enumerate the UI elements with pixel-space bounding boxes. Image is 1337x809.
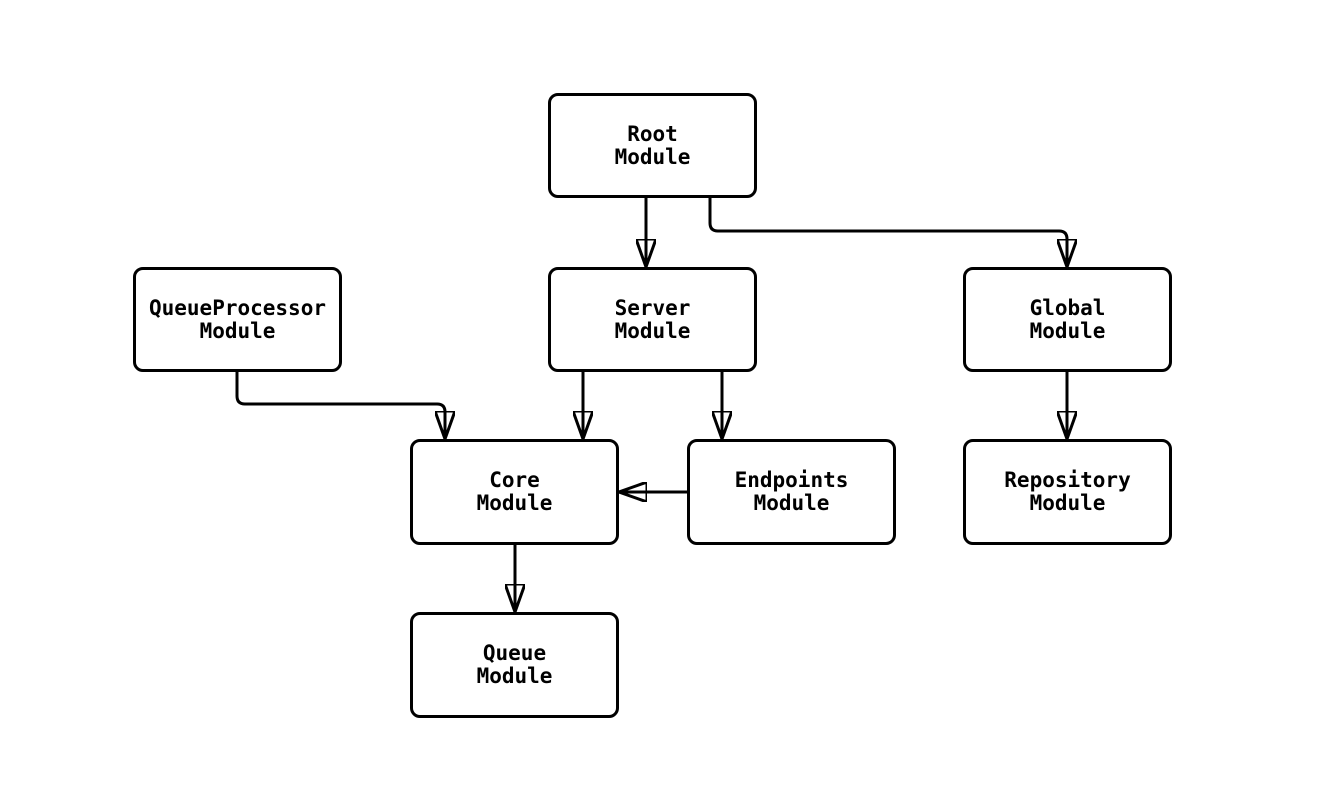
node-core-module: Core Module [410, 439, 619, 545]
node-global-module-label: Global Module [1029, 295, 1106, 343]
node-queue-module: Queue Module [410, 612, 619, 718]
node-repository-module: Repository Module [963, 439, 1172, 545]
node-root-module: Root Module [548, 93, 757, 198]
edge-root-global [708, 197, 1067, 265]
node-endpoints-module-label: Endpoints Module [734, 468, 849, 515]
node-queue-module-label: Queue Module [476, 641, 553, 688]
node-repository-module-label: Repository Module [1004, 468, 1131, 515]
node-queueprocessor-module: QueueProcessor Module [133, 267, 342, 372]
node-server-module-label: Server Module [614, 295, 691, 343]
node-core-module-label: Core Module [476, 468, 553, 515]
node-endpoints-module: Endpoints Module [687, 439, 896, 545]
edge-queueprocessor-core [235, 372, 445, 437]
node-global-module: Global Module [963, 267, 1172, 372]
node-server-module: Server Module [548, 267, 757, 372]
node-queueprocessor-module-label: QueueProcessor Module [148, 295, 326, 343]
node-root-module-label: Root Module [614, 121, 691, 169]
